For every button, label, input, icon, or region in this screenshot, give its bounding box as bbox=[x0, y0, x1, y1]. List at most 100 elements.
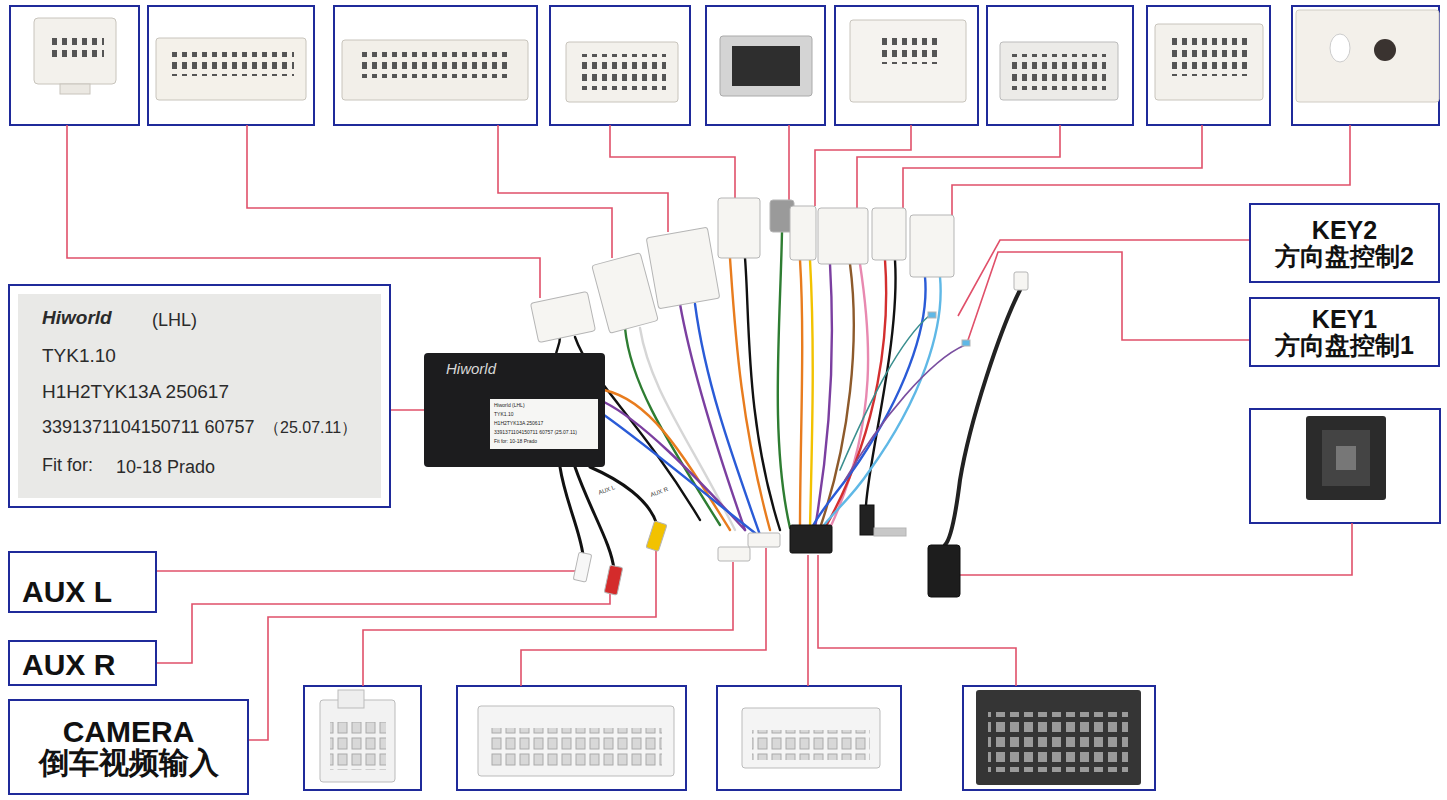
leader-line bbox=[952, 125, 1350, 215]
connector-slots bbox=[752, 730, 870, 760]
photo-frame bbox=[1147, 6, 1270, 125]
photo-frame bbox=[1292, 6, 1439, 125]
connector-slots bbox=[988, 712, 1128, 772]
leader-line bbox=[363, 562, 733, 686]
leader-line bbox=[957, 523, 1352, 575]
wire bbox=[604, 415, 755, 533]
wire bbox=[604, 402, 745, 530]
photo-frame bbox=[835, 6, 978, 125]
wire bbox=[778, 232, 790, 528]
photo-frame bbox=[1250, 409, 1440, 523]
connector-slots bbox=[490, 728, 662, 768]
wire bbox=[695, 304, 760, 535]
node-text: Hiworld (LHL) bbox=[494, 403, 525, 408]
leader-line bbox=[815, 125, 911, 206]
connector-pin bbox=[1374, 39, 1396, 61]
leader-connector bbox=[391, 409, 424, 411]
node-text: H1H2TYK13A 250617 bbox=[42, 382, 229, 401]
rca-plug bbox=[604, 565, 623, 595]
photo-frame bbox=[706, 6, 825, 125]
harness-connector bbox=[790, 525, 832, 553]
connector-slots bbox=[1168, 36, 1252, 76]
node-text: 10-18 Prado bbox=[116, 458, 215, 476]
connector-hole bbox=[1330, 34, 1350, 62]
harness-connector bbox=[910, 215, 954, 277]
connector-slots bbox=[330, 722, 386, 770]
photo-frame bbox=[10, 6, 139, 125]
leader-line bbox=[249, 545, 656, 740]
wire bbox=[604, 390, 730, 530]
photo-frame bbox=[717, 686, 901, 790]
wire bbox=[640, 328, 735, 530]
harness-connector bbox=[748, 533, 780, 547]
module-sticker: Hiworld (LHL) TYK1.10H1H2TYK13A 250617 339… bbox=[490, 399, 598, 449]
leader-line bbox=[247, 125, 612, 258]
node-text: （25.07.11） bbox=[264, 420, 357, 436]
connector-body bbox=[976, 690, 1141, 785]
connector-body bbox=[720, 36, 812, 96]
photo-frame bbox=[304, 686, 421, 790]
sticker-photo-box: Hiworld(LHL)TYK1.10H1H2TYK13A 2506173391… bbox=[8, 284, 391, 508]
node-text: H1H2TYK13A 250617 bbox=[494, 421, 543, 426]
wire-tip bbox=[928, 312, 936, 318]
wire bbox=[830, 264, 868, 528]
rca-cable bbox=[590, 467, 657, 525]
harness-connector bbox=[718, 547, 750, 561]
leader-line bbox=[967, 252, 1249, 343]
connector-slots bbox=[880, 38, 940, 64]
connector-body bbox=[1000, 42, 1118, 100]
connector-body bbox=[342, 40, 528, 100]
leader-line bbox=[807, 555, 809, 686]
key-wire bbox=[840, 315, 930, 470]
node-text: 方向盘控制1 bbox=[1275, 332, 1414, 358]
connector-cavity bbox=[1322, 430, 1370, 486]
harness-connector bbox=[530, 291, 595, 342]
connector-body bbox=[1296, 10, 1439, 102]
wire-bundle bbox=[556, 232, 1020, 570]
wire bbox=[730, 258, 770, 530]
rca-plug bbox=[646, 521, 667, 552]
harness-connector bbox=[646, 227, 720, 309]
photo-frames bbox=[10, 6, 1440, 790]
node-text: TYK1.10 bbox=[494, 412, 513, 417]
leader-line bbox=[788, 125, 790, 205]
key-label-box: KEY2方向盘控制2 bbox=[1249, 203, 1440, 283]
usb-cable bbox=[945, 290, 1020, 545]
connector-body bbox=[566, 42, 678, 102]
photo-frame bbox=[963, 686, 1155, 790]
connector-body bbox=[156, 38, 306, 100]
node-text: 3391371104150711 60757 (25.07.11) bbox=[494, 430, 577, 435]
node-text: Fit for: 10-18 Prado bbox=[494, 439, 537, 444]
photo-frame bbox=[148, 6, 314, 125]
harness-connector bbox=[718, 198, 760, 258]
leader-line bbox=[818, 555, 1016, 686]
connector-slots bbox=[48, 34, 104, 60]
node-text: CAMERA bbox=[63, 716, 195, 748]
wire bbox=[810, 260, 813, 528]
connector-tab bbox=[338, 690, 364, 708]
aux-label-box: AUX R bbox=[8, 640, 157, 686]
node-text: 方向盘控制2 bbox=[1275, 243, 1414, 269]
connector-cavity bbox=[732, 46, 800, 86]
leader-line bbox=[610, 125, 735, 198]
connector-body bbox=[850, 20, 966, 102]
connector-slots bbox=[360, 52, 510, 78]
photo-frame bbox=[987, 6, 1133, 125]
harness-connector bbox=[790, 206, 816, 260]
connector-slots bbox=[1010, 54, 1106, 90]
connector-body bbox=[478, 706, 674, 776]
node-text: AUX L bbox=[22, 576, 112, 608]
photo-frame bbox=[457, 686, 686, 790]
leader-line bbox=[857, 125, 1060, 208]
node-text: (LHL) bbox=[152, 311, 197, 329]
key-wire bbox=[845, 345, 965, 480]
leader-line bbox=[521, 548, 766, 686]
leader-line bbox=[903, 125, 1202, 208]
connector-body bbox=[1306, 416, 1386, 500]
aux-label-box: AUX L bbox=[8, 551, 157, 613]
harness-connectors bbox=[530, 198, 1028, 597]
interface-module: HiworldHiworld (LHL)TYK1.10H1H2TYK13A 25… bbox=[424, 353, 605, 467]
connector-slots bbox=[168, 52, 294, 76]
wire bbox=[820, 264, 854, 528]
